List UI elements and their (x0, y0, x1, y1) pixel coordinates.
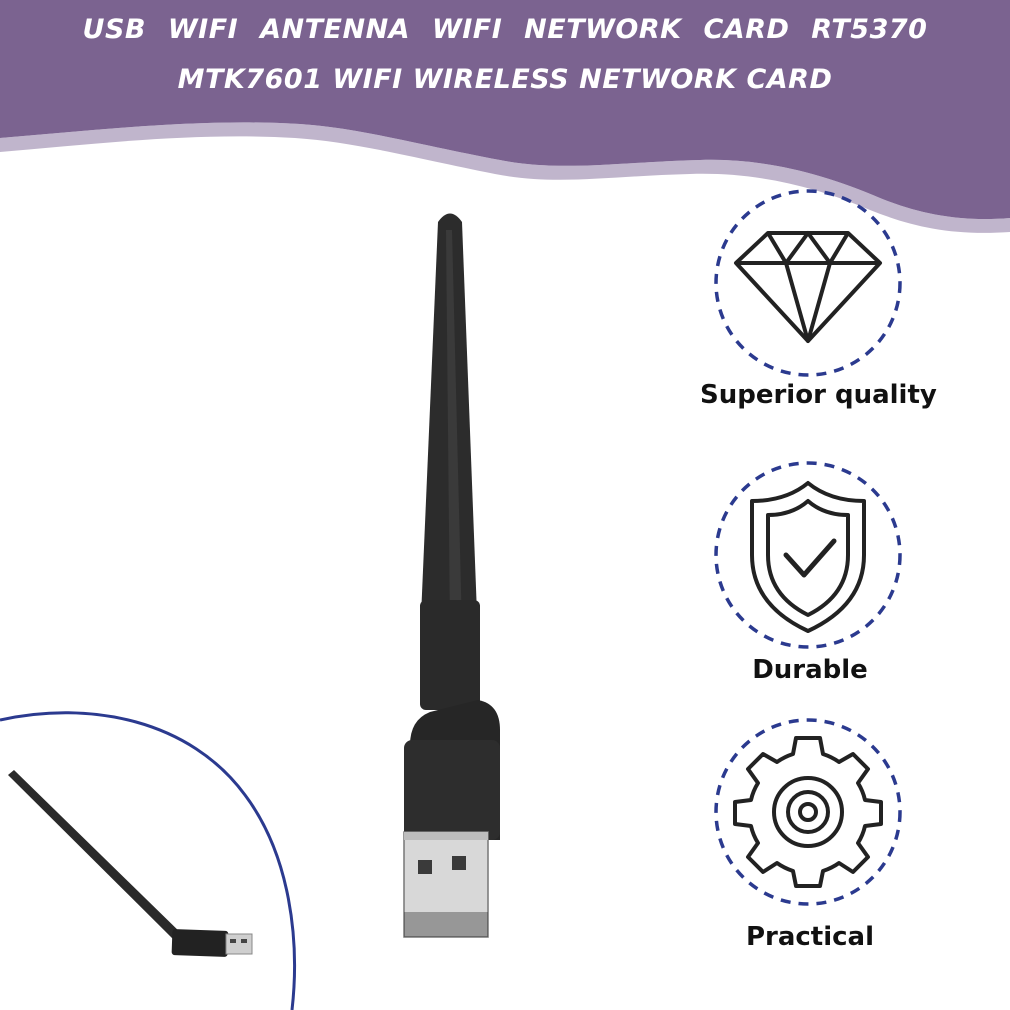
title-line-1: USB WIFI ANTENNA WIFI NETWORK CARD RT537… (82, 14, 928, 45)
inset-arc (0, 711, 296, 1010)
shield-check-icon (714, 461, 902, 649)
diamond-icon (714, 189, 902, 377)
feature-superior-quality: Superior quality (700, 183, 937, 423)
feature-practical: Practical (700, 712, 920, 952)
feature-durable: Durable (700, 455, 920, 695)
feature-label: Practical (745, 922, 875, 952)
title-line-2: MTK7601 WIFI WIRELESS NETWORK CARD (177, 64, 833, 95)
header-banner (0, 0, 1010, 233)
gear-icon (714, 718, 902, 906)
feature-label: Superior quality (700, 380, 937, 410)
main-adapter-image (403, 213, 500, 938)
feature-label: Durable (752, 655, 868, 685)
inset-adapter-image (8, 770, 253, 957)
